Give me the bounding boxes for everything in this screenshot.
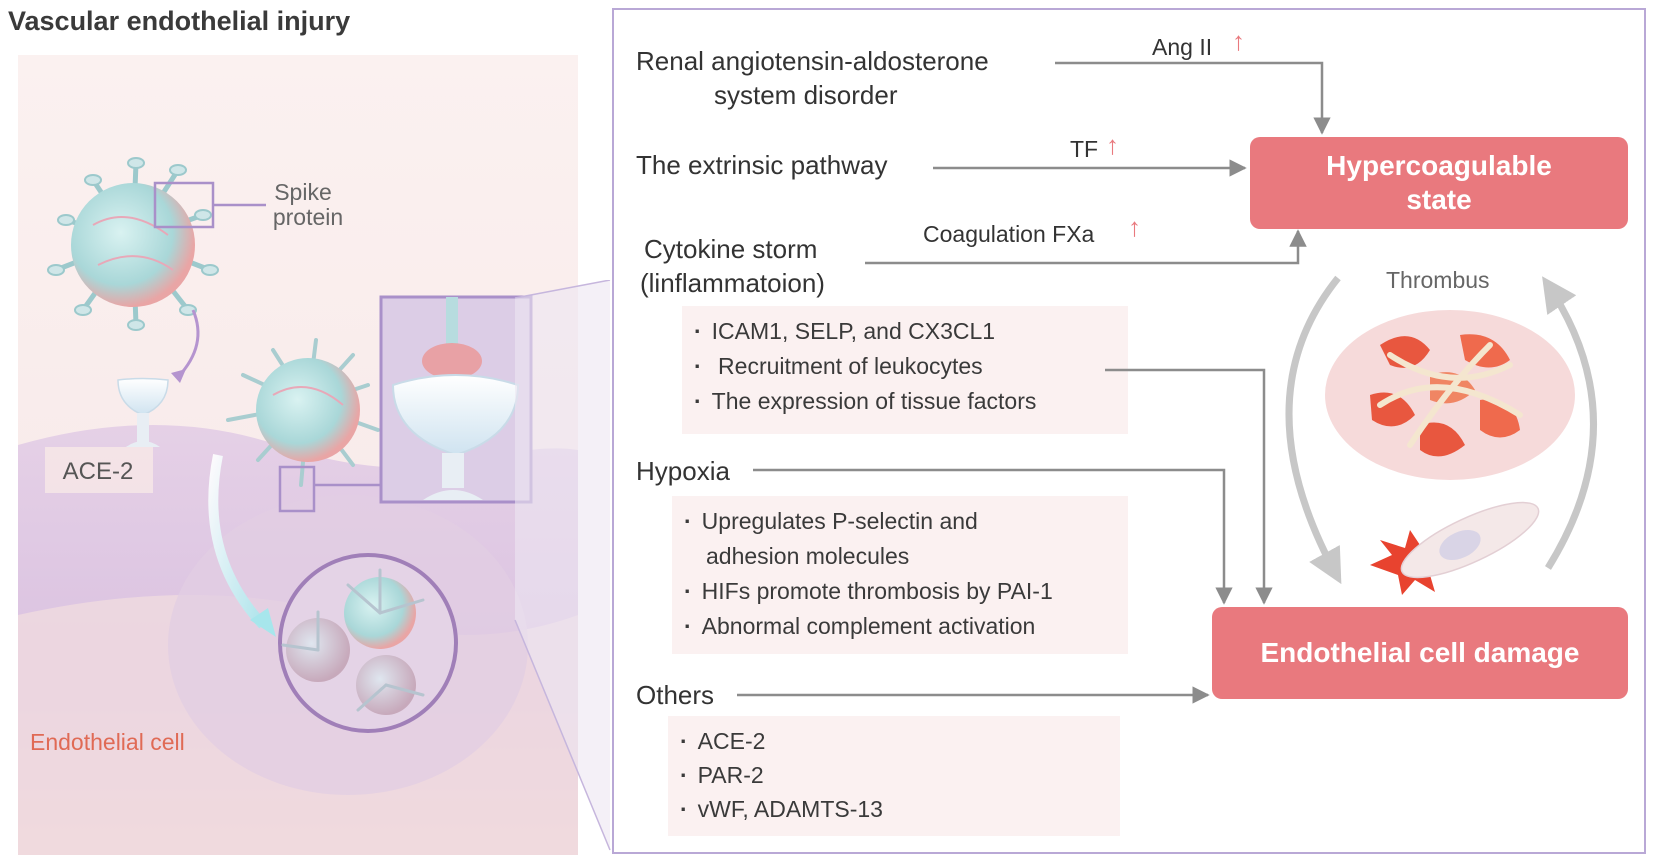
arrow-cytokine-to-hyper	[865, 229, 1307, 265]
extrinsic-label: The extrinsic pathway	[636, 150, 888, 180]
cytokine-detail-item: ICAM1, SELP, and CX3CL1	[694, 318, 995, 345]
endothelial-cell-label: Endothelial cell	[30, 729, 185, 755]
spike-label: Spike	[274, 179, 332, 205]
illustration-canvas: Spike protein ACE-2	[18, 55, 578, 855]
ace2-receptor	[117, 377, 169, 447]
hypoxia-detail-item: HIFs promote thrombosis by PAI-1	[684, 578, 1053, 605]
cytokine-details-box: ICAM1, SELP, and CX3CL1 Recruitment of l…	[682, 306, 1128, 434]
others-detail-item: PAR-2	[680, 762, 764, 789]
endosome	[278, 553, 458, 733]
damaged-cell-graphic	[1370, 501, 1540, 595]
arrow-raas-to-hyper	[1055, 61, 1331, 135]
hypoxia-detail-item: Upregulates P-selectin and	[684, 508, 978, 535]
increase-arrow-icon: ↑	[1232, 26, 1245, 56]
figure-title: Vascular endothelial injury	[8, 6, 351, 36]
others-details-box: ACE-2 PAR-2 vWF, ADAMTS-13	[668, 716, 1120, 836]
raas-label: Renal angiotensin-aldosterone	[636, 46, 989, 76]
internalization-arrow	[208, 454, 267, 629]
ace2-label: ACE-2	[63, 458, 134, 485]
cycle-arrow-down	[1285, 275, 1342, 585]
virus-particle-1	[47, 157, 219, 331]
increase-arrow-icon: ↑	[1128, 212, 1141, 242]
hypoxia-label: Hypoxia	[636, 456, 730, 486]
increase-arrow-icon: ↑	[1106, 130, 1119, 160]
hypercoagulable-state-box: Hypercoagulable state	[1250, 137, 1628, 229]
fxa-label: Coagulation FXa	[923, 221, 1095, 247]
cytokine-detail-item: The expression of tissue factors	[694, 388, 1037, 415]
hypoxia-detail-item: adhesion molecules	[706, 543, 910, 569]
thrombus-label: Thrombus	[1386, 267, 1490, 293]
hypercoagulable-label-2: state	[1406, 184, 1472, 215]
tf-label: TF	[1070, 136, 1099, 162]
endothelial-damage-label: Endothelial cell damage	[1260, 637, 1580, 668]
others-detail-item: ACE-2	[680, 728, 766, 755]
others-detail-item: vWF, ADAMTS-13	[680, 796, 883, 823]
ang-ii-label: Ang II	[1152, 34, 1213, 60]
cytokine-label: Cytokine storm	[644, 234, 818, 264]
ace2-label-box	[45, 447, 153, 493]
cycle-arrow-up	[1542, 276, 1597, 570]
cell-nucleus	[1439, 529, 1481, 561]
arrow-hypoxia-to-damage	[753, 468, 1233, 605]
cytokine-label-2: (linflammatoion)	[640, 268, 825, 298]
binding-highlight-box	[278, 465, 316, 513]
endothelial-damage-box: Endothelial cell damage	[1212, 607, 1628, 699]
others-label: Others	[636, 680, 715, 710]
hypoxia-details-box: Upregulates P-selectin and adhesion mole…	[672, 496, 1128, 654]
virus-particle-2	[226, 338, 380, 487]
raas-label-2: system disorder	[714, 80, 898, 110]
spike-label-2: protein	[273, 204, 343, 230]
zoom-funnel	[514, 280, 611, 851]
hypoxia-detail-item: Abnormal complement activation	[684, 613, 1036, 640]
cytokine-detail-item: Recruitment of leukocytes	[694, 353, 983, 380]
thrombus-graphic	[1325, 310, 1575, 480]
endothelial-illustration: Spike protein ACE-2	[18, 55, 578, 855]
hypercoagulable-label: Hypercoagulable	[1326, 150, 1552, 181]
arrow-cytokine-details-to-damage	[1105, 368, 1273, 605]
blood-clot	[1370, 334, 1523, 457]
